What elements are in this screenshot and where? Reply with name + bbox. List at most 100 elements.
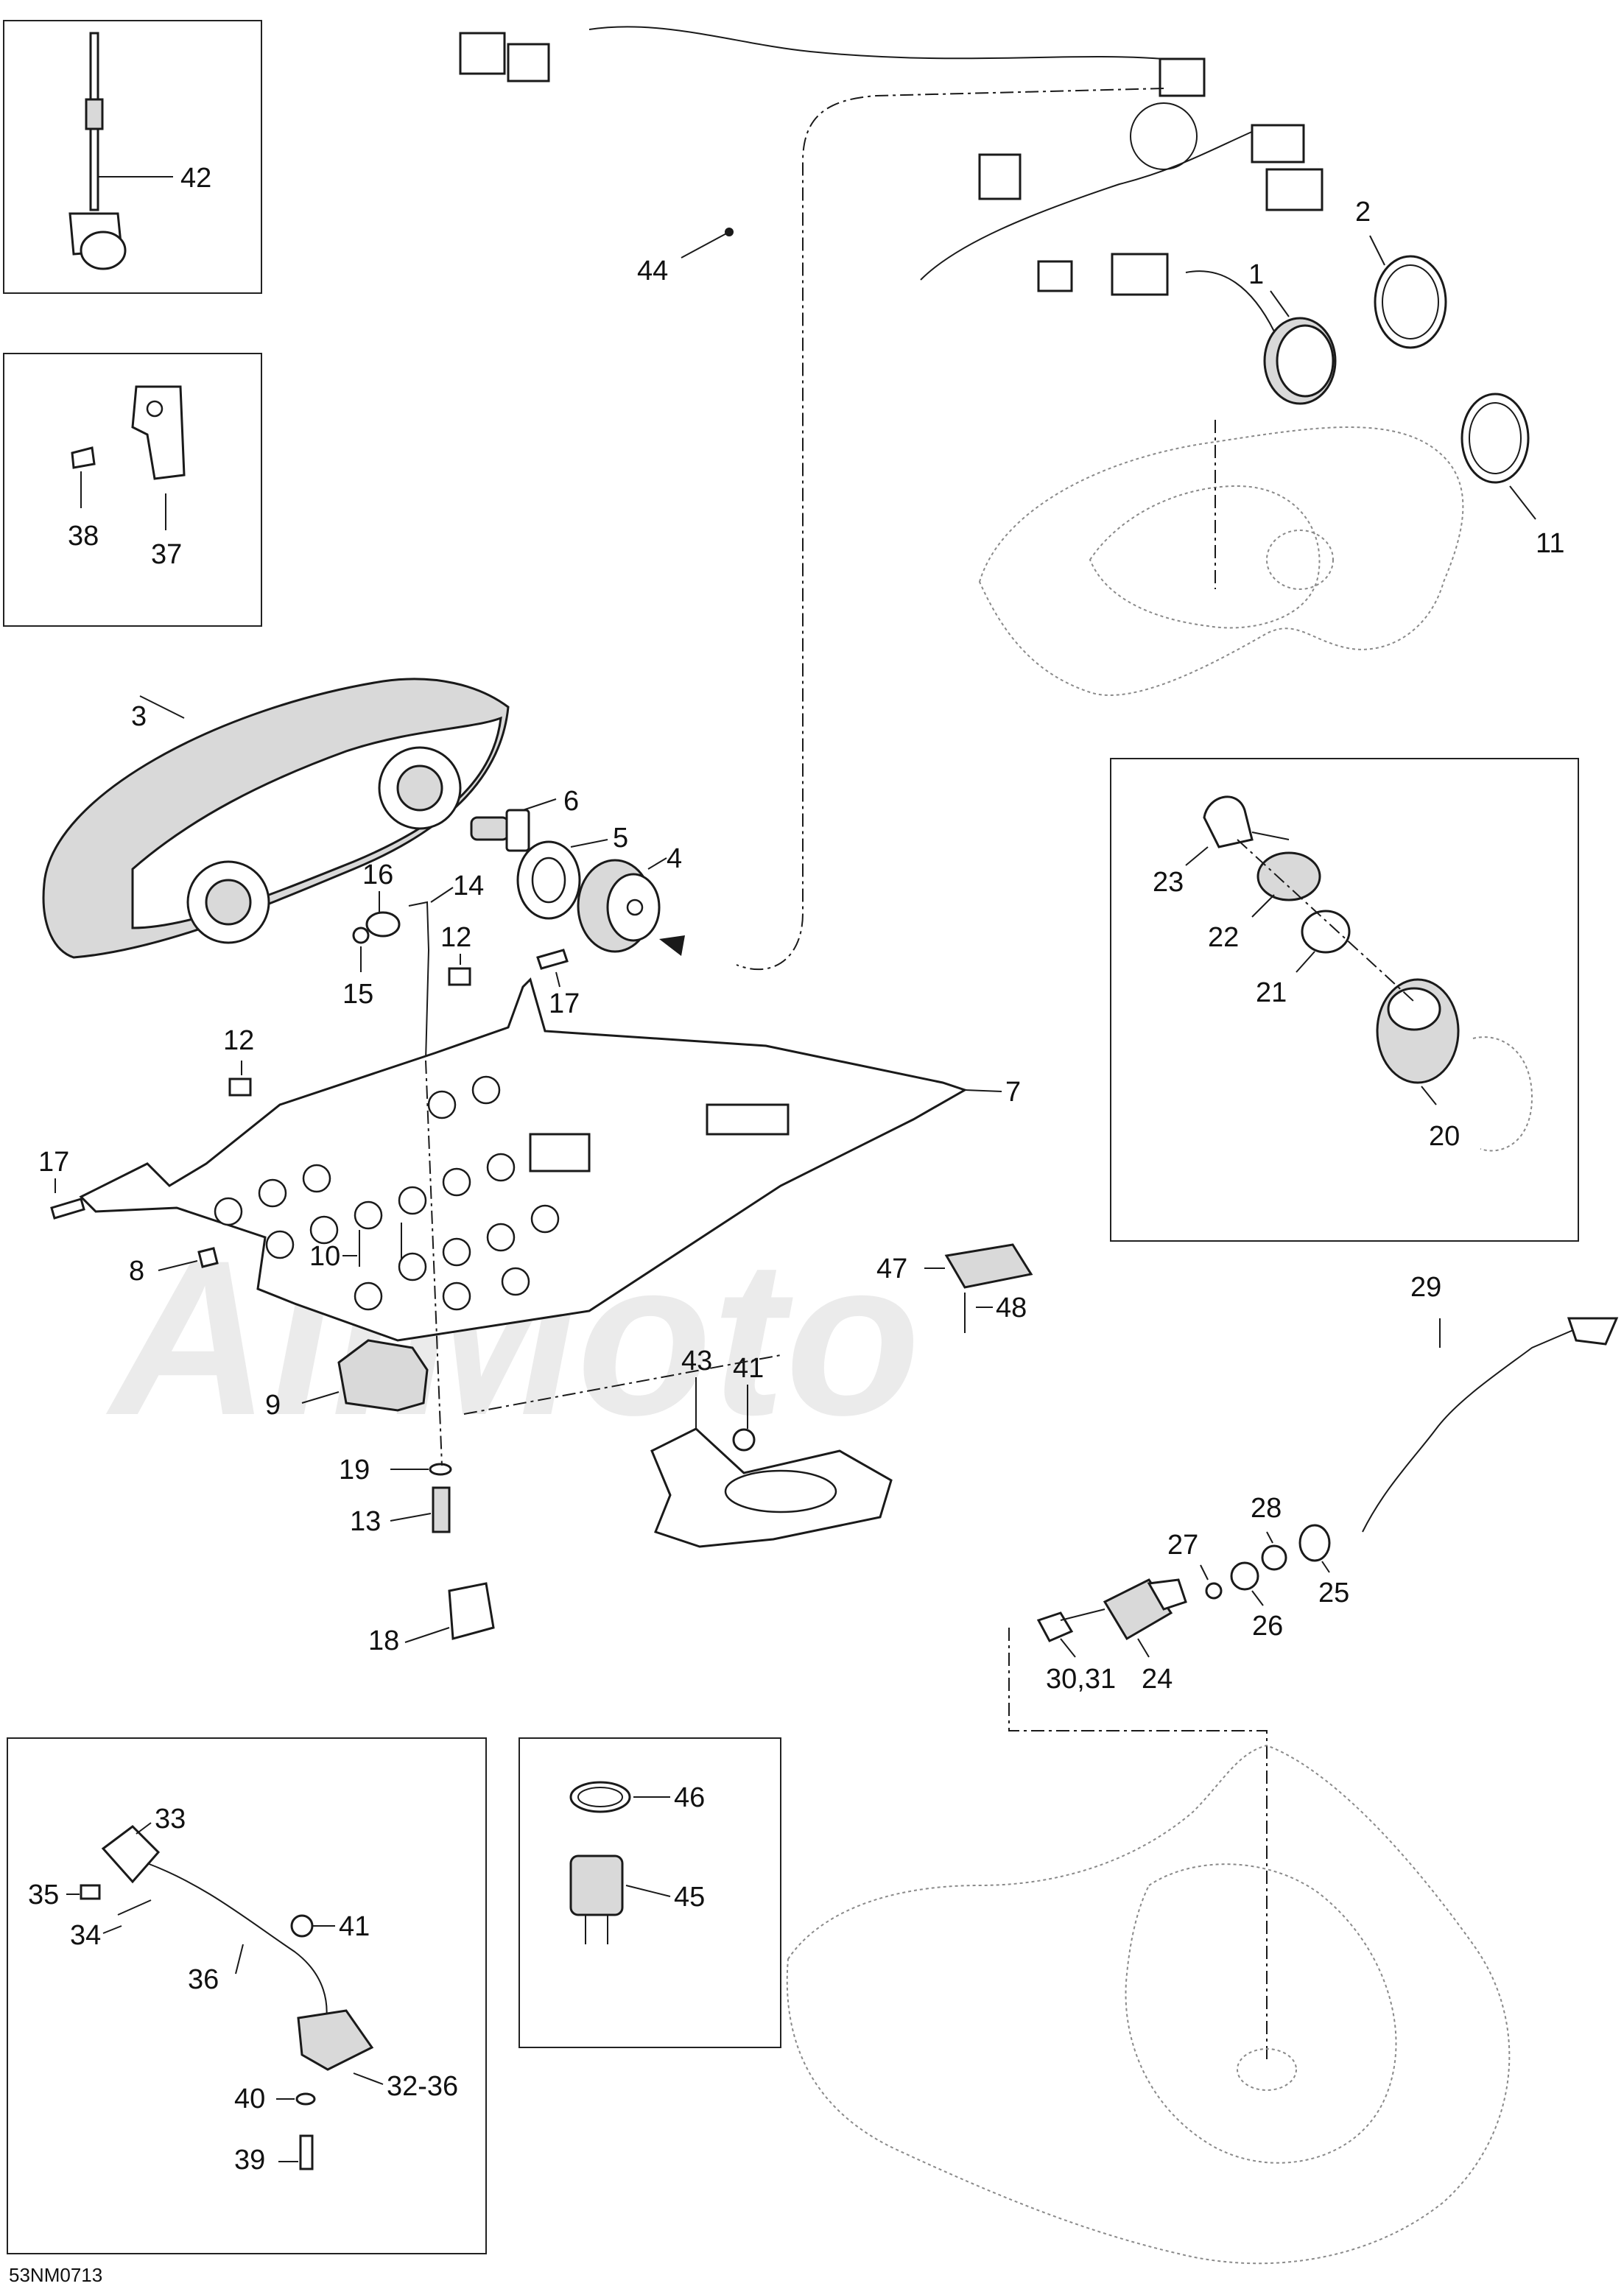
part-40-washer [276, 2092, 316, 2106]
leader-ignition-axis [1237, 839, 1415, 1002]
callout-39: 39 [234, 2145, 265, 2176]
callout-17-lower: 17 [38, 1147, 69, 1178]
part-33-connector [101, 1822, 161, 1884]
part-15-washer [352, 926, 370, 972]
callout-4: 4 [667, 843, 682, 874]
part-28-nut [1261, 1531, 1287, 1571]
part-18-latch [404, 1582, 495, 1643]
callout-6: 6 [563, 786, 579, 817]
callout-37: 37 [151, 539, 182, 570]
callout-35: 35 [28, 1880, 59, 1910]
callout-21: 21 [1256, 977, 1287, 1008]
part-7-mounting-plate [79, 977, 1002, 1342]
callout-27: 27 [1167, 1530, 1198, 1561]
callout-17-upper: 17 [549, 988, 580, 1019]
callout-34: 34 [70, 1920, 101, 1951]
callout-42: 42 [180, 163, 211, 194]
harness-connector-b [507, 43, 550, 82]
callout-46: 46 [674, 1782, 705, 1813]
callout-9: 9 [265, 1390, 281, 1421]
inset-box-connector [7, 1737, 487, 2254]
leader-rod-to-latch [425, 1060, 443, 1466]
part-42-sensor [68, 32, 173, 270]
harness-connector-g [1111, 253, 1169, 296]
part-13-spring [390, 1486, 451, 1533]
part-37-clip [71, 385, 186, 530]
reference-code: 53NM0713 [9, 2264, 102, 2286]
part-16-grommet [365, 891, 401, 938]
harness-connector-h [1037, 260, 1073, 292]
callout-48: 48 [996, 1293, 1027, 1323]
ghost-gauge-hole [1266, 530, 1334, 590]
part-46-ring [569, 1781, 670, 1813]
callout-15: 15 [342, 979, 373, 1010]
harness-connector-c [1159, 57, 1206, 97]
part-41-nut-lower [290, 1914, 335, 1938]
callout-47: 47 [876, 1254, 907, 1284]
part-23-key [1185, 795, 1290, 866]
callout-33: 33 [155, 1804, 186, 1835]
part-47-tab [924, 1243, 1033, 1289]
part-25-cap [1298, 1524, 1331, 1573]
callout-5: 5 [613, 823, 628, 854]
inset-box-ignition [1110, 758, 1579, 1242]
callout-18: 18 [368, 1625, 399, 1656]
inset-box-37-38 [3, 353, 262, 627]
ghost-upper-hood-inner [1089, 485, 1321, 629]
leader-tether-to-hood [1008, 1628, 1268, 2062]
part-27-washer [1200, 1564, 1223, 1600]
harness-connector-d [978, 153, 1022, 200]
callout-2: 2 [1355, 197, 1371, 228]
part-35-terminal [66, 1884, 101, 1900]
part-10-pin [342, 1223, 402, 1267]
callout-13: 13 [350, 1506, 381, 1537]
harness-connector-e [1251, 124, 1305, 164]
part-9-bracket [301, 1339, 429, 1412]
callout-16: 16 [362, 859, 393, 890]
part-3-headlight [42, 678, 510, 959]
callout-20: 20 [1429, 1121, 1460, 1152]
inset-box-45-46 [519, 1737, 781, 2048]
part-22-lock-cylinder [1251, 851, 1321, 918]
part-34-pin [102, 1899, 152, 1934]
callout-43: 43 [681, 1346, 712, 1376]
ghost-lower-hood-hole [1237, 2048, 1297, 2091]
part-32-36-module [297, 2009, 384, 2085]
part-12-screw-upper [448, 954, 471, 986]
part-21-nut [1296, 910, 1351, 973]
part-43-bracket [650, 1377, 893, 1548]
callout-36: 36 [188, 1964, 219, 1995]
ghost-lower-hood [786, 1744, 1511, 2265]
part-48-rivet [964, 1293, 993, 1333]
callout-12-lower: 12 [223, 1025, 254, 1056]
part-44-wiring-harness [459, 26, 1324, 303]
part-8-clip [158, 1247, 219, 1271]
part-5-retainer [516, 839, 608, 920]
callout-25: 25 [1318, 1578, 1349, 1608]
harness-connector-a [459, 32, 506, 75]
callout-24: 24 [1142, 1664, 1173, 1695]
part-12-screw-lower [228, 1061, 252, 1097]
ghost-lower-hood-inner [1125, 1863, 1397, 2164]
callout-3: 3 [131, 701, 147, 732]
part-45-indicator [569, 1854, 671, 1944]
inset-box-42 [3, 20, 262, 294]
callout-23: 23 [1153, 867, 1184, 898]
callout-45: 45 [674, 1882, 705, 1913]
callout-41-upper: 41 [733, 1353, 764, 1384]
part-14-rod [408, 887, 454, 1061]
callout-10: 10 [309, 1241, 340, 1272]
harness-connector-f [1265, 168, 1324, 211]
part-17-bolt-lower [50, 1178, 85, 1220]
callout-8: 8 [129, 1256, 144, 1287]
ghost-upper-hood [978, 426, 1464, 696]
callout-11: 11 [1536, 528, 1564, 559]
leader-arrow-connector [1185, 270, 1275, 332]
part-41-nut-upper [732, 1385, 756, 1452]
leader-plate-to-bracket [463, 1354, 781, 1415]
callout-1: 1 [1248, 259, 1264, 290]
part-20-ignition-switch [1376, 978, 1533, 1152]
callout-29: 29 [1410, 1272, 1441, 1303]
part-2-bezel-ring [1369, 235, 1447, 349]
